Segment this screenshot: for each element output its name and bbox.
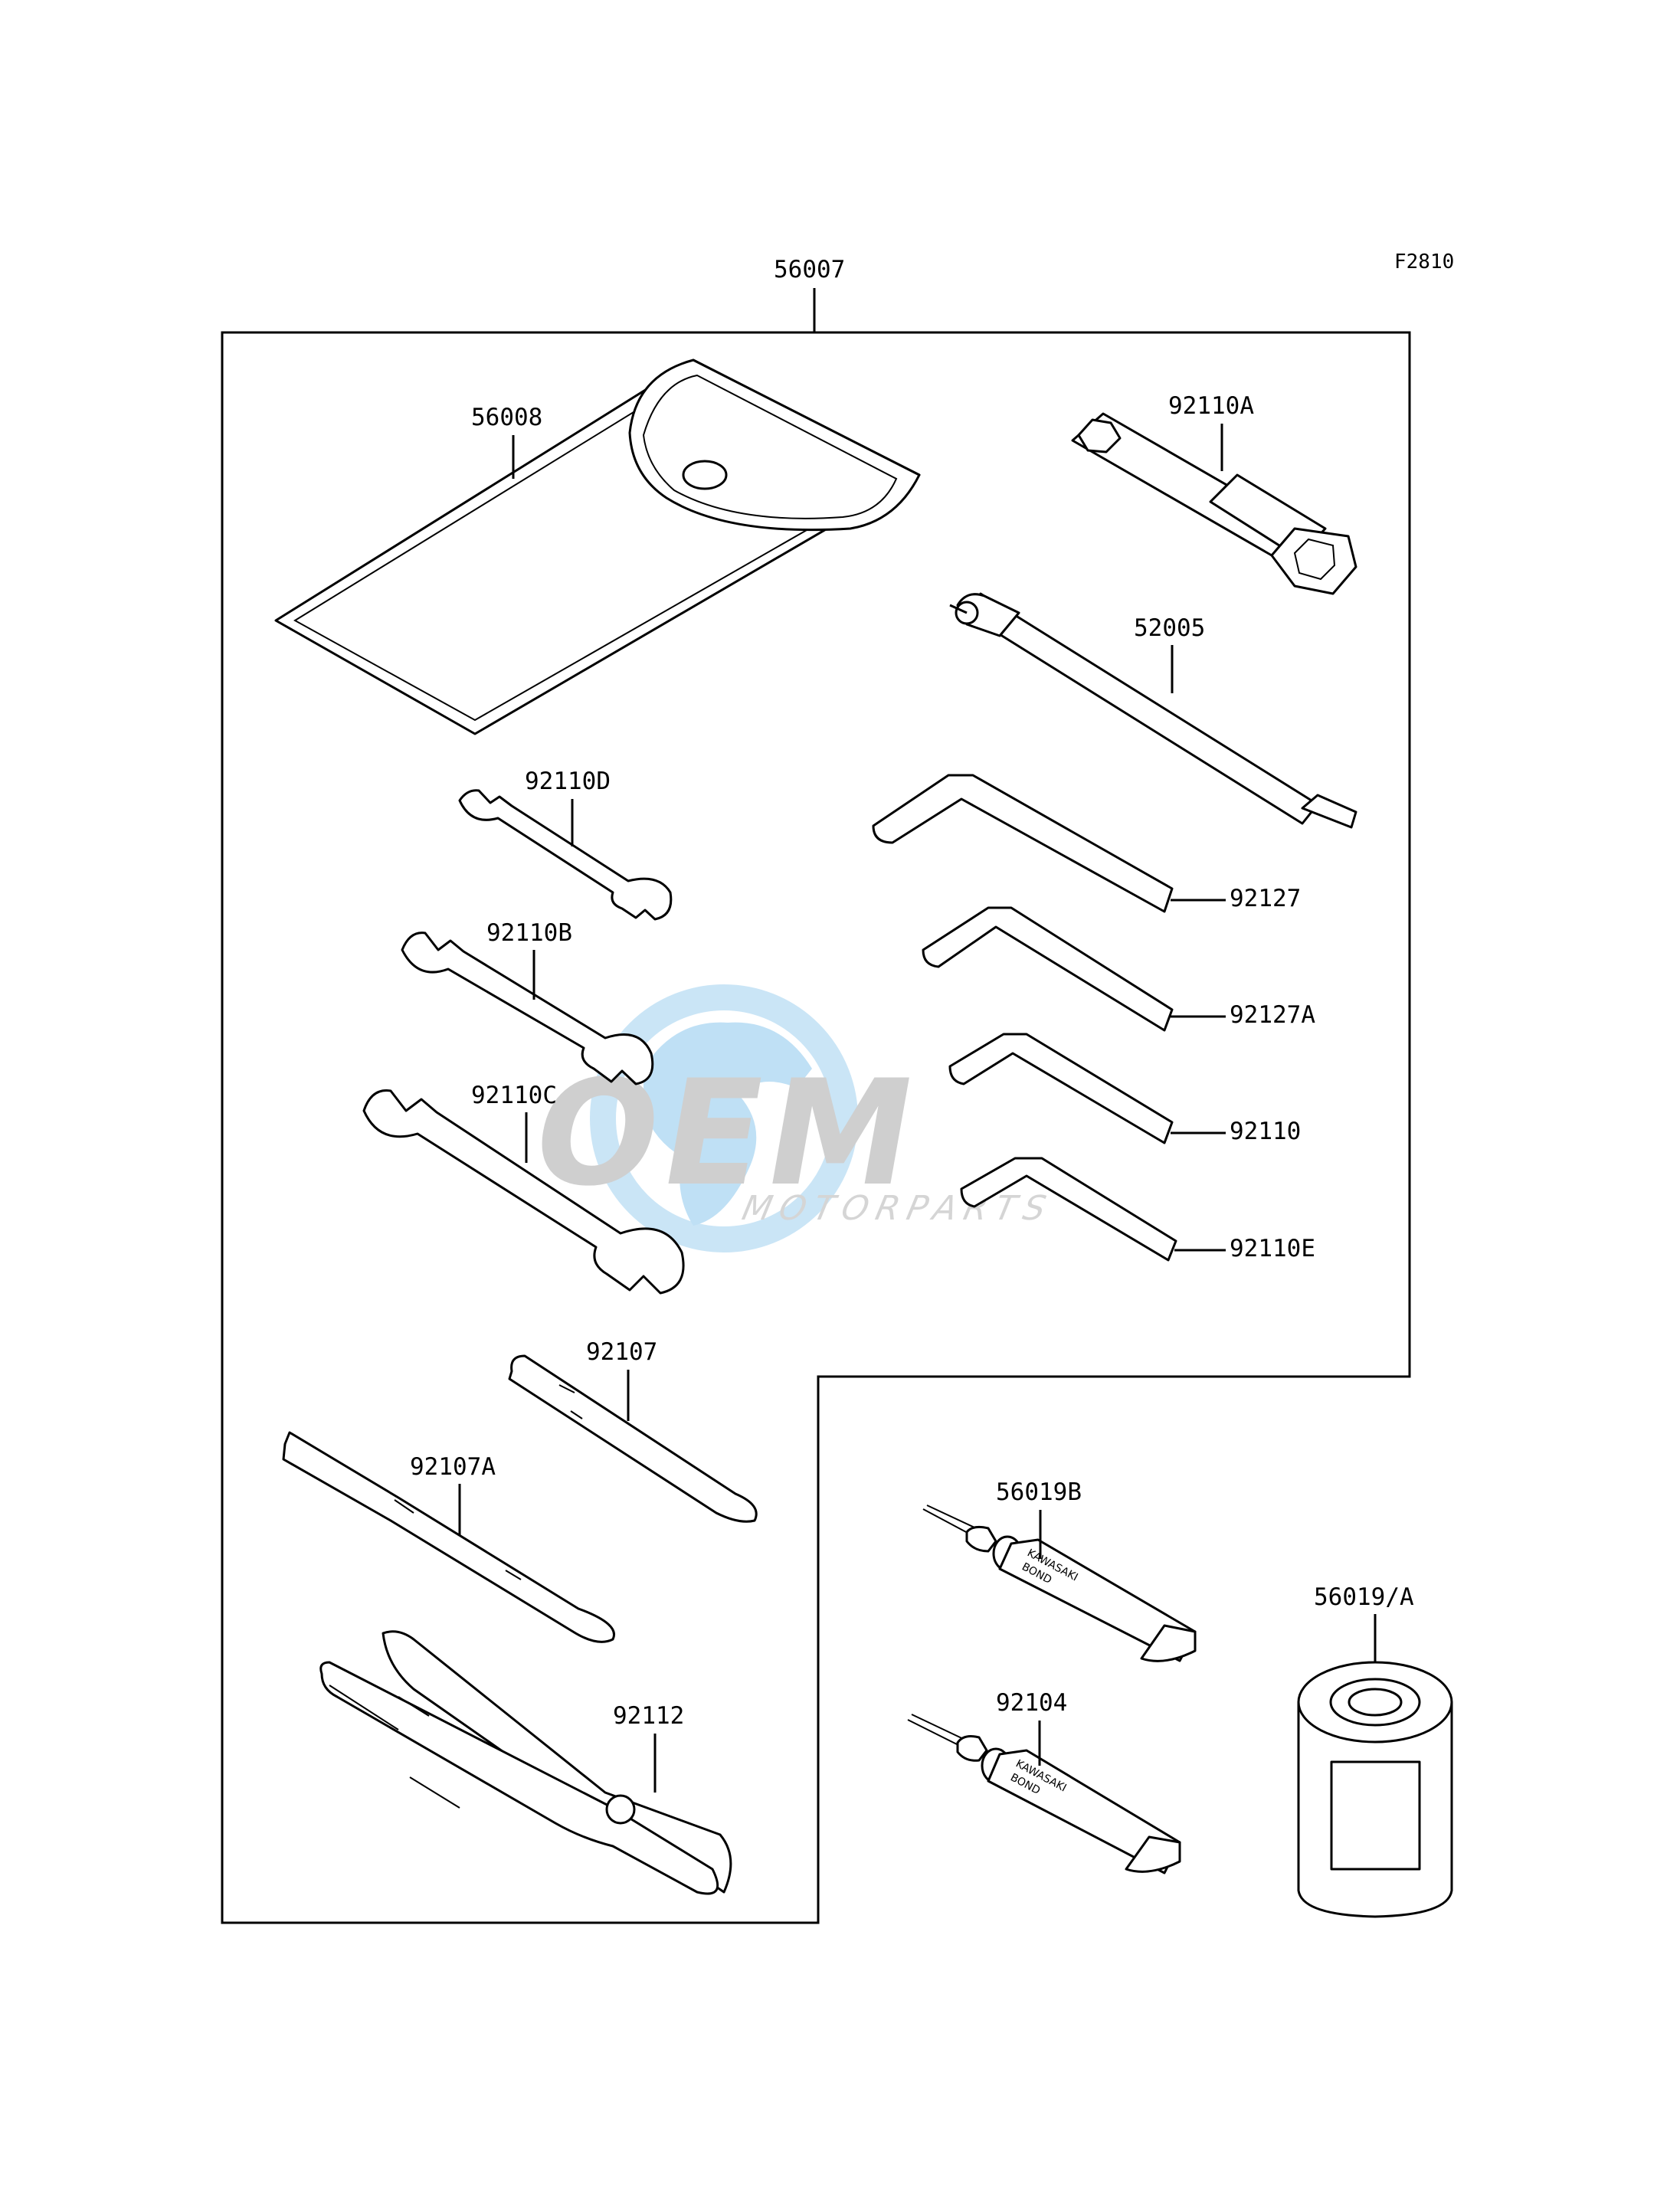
label-92127A: 92127A: [1230, 1001, 1315, 1029]
label-52005: 52005: [1134, 614, 1205, 642]
wrench-92110D-drawing: [458, 789, 673, 921]
hex-key-92110E-drawing: [960, 1157, 1177, 1262]
label-56019B: 56019B: [996, 1478, 1082, 1506]
screwdriver-92107A-drawing: [282, 1431, 615, 1643]
plug-wrench-drawing: [1071, 412, 1357, 595]
watermark-tagline: MOTORPARTS: [738, 1189, 1056, 1227]
label-92107A: 92107A: [410, 1453, 496, 1481]
label-92110D: 92110D: [525, 768, 611, 795]
watermark: OEM MOTORPARTS: [521, 984, 1056, 1252]
label-92104: 92104: [996, 1689, 1067, 1717]
tool-pouch-drawing: [274, 359, 921, 735]
label-92110A: 92110A: [1168, 392, 1254, 420]
rod-tool-drawing: [949, 592, 1357, 829]
hex-key-92127A-drawing: [922, 906, 1174, 1032]
label-92107: 92107: [586, 1338, 657, 1366]
kit-frame: [221, 331, 1411, 1924]
label-92112: 92112: [613, 1702, 684, 1730]
bond-tube-56019B-drawing: KAWASAKI BOND: [922, 1505, 1197, 1662]
globe-icon: [590, 984, 858, 1252]
label-56019A: 56019/A: [1314, 1583, 1414, 1611]
bond-tube-92104-drawing: KAWASAKI BOND: [907, 1714, 1181, 1874]
wrench-92110C-drawing: [362, 1089, 685, 1295]
oil-filter-drawing: [1297, 1661, 1453, 1918]
label-92110B: 92110B: [486, 919, 572, 947]
hex-key-92127-drawing: [872, 774, 1174, 913]
pliers-drawing: [319, 1630, 732, 1895]
figure-code: F2810: [1394, 250, 1454, 273]
label-92127: 92127: [1230, 885, 1301, 912]
wrench-92110B-drawing: [401, 932, 654, 1085]
hex-key-92110-drawing: [948, 1033, 1174, 1144]
label-56008: 56008: [471, 404, 542, 431]
watermark-logo: OEM: [521, 1049, 932, 1218]
label-92110E: 92110E: [1230, 1235, 1315, 1262]
screwdriver-92107-drawing: [508, 1354, 758, 1523]
label-92110: 92110: [1230, 1118, 1301, 1145]
label-56007: 56007: [774, 256, 845, 283]
label-92110C: 92110C: [471, 1082, 557, 1109]
